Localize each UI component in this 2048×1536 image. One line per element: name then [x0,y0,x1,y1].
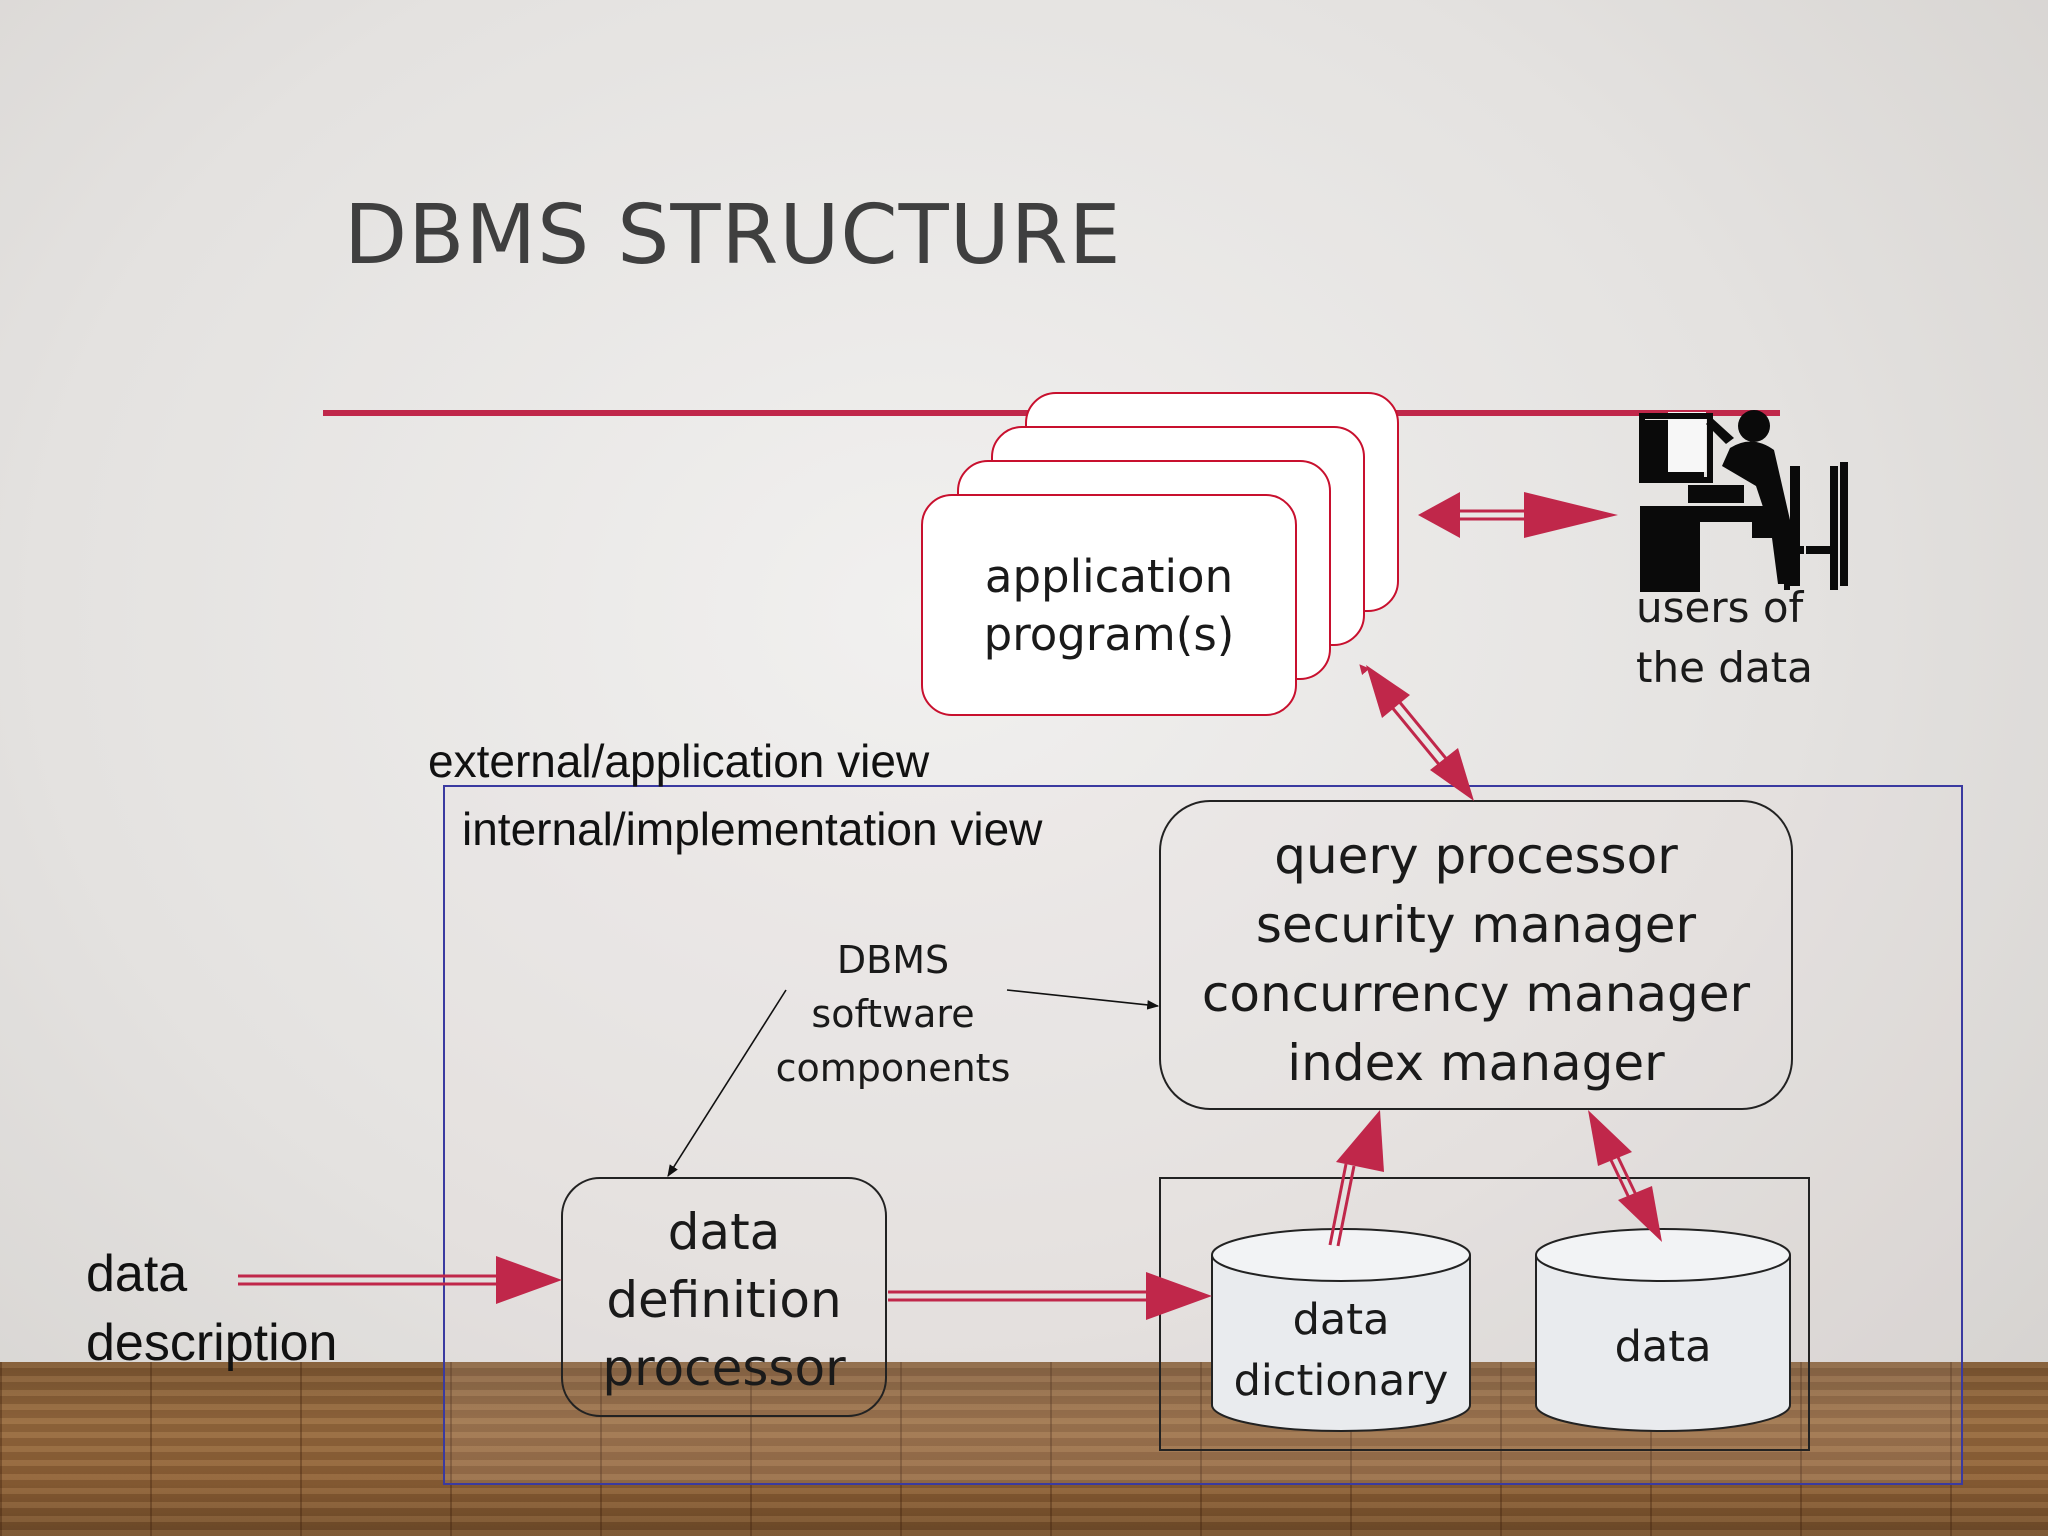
processor-line-concurrency: concurrency manager [1201,965,1751,1023]
dictionary-line-1: data [1292,1295,1390,1345]
dictionary-line-2: dictionary [1233,1356,1449,1407]
dbms-components-note: DBMS software components [752,934,1034,1096]
note-line-3: components [775,1045,1011,1090]
application-program-stack [921,392,1399,716]
description-line-1: data [86,1245,188,1303]
arrow-ddl-dictionary [888,1272,1212,1320]
users-line-2: the data [1636,642,1813,692]
processor-line-security: security manager [1255,896,1697,954]
arrow-description-ddl [238,1256,562,1304]
description-line-2: description [86,1313,338,1372]
arrow-processor-data [1588,1110,1662,1242]
arrow-app-users [1418,492,1618,538]
arrow-app-processor [1359,664,1474,801]
note-line-1: DBMS [836,938,950,982]
data-description-label: data description [86,1240,337,1377]
ddl-line-3: processor [602,1339,846,1397]
ddl-line-1: data [667,1203,781,1261]
app-line-2: program(s) [983,607,1235,661]
computer-user-icon [1639,410,1848,592]
external-view-label: external/application view [428,735,930,787]
data-dictionary-label: data dictionary [1212,1290,1470,1412]
users-label: users of the data [1636,578,1836,697]
data-cylinder [1535,1228,1791,1432]
processor-line-index: index manager [1287,1034,1665,1092]
ddl-processor-box [561,1177,887,1417]
application-program-label: application program(s) [922,548,1296,663]
users-line-1: users of [1636,583,1804,632]
pointer-to-processor [1006,989,1160,1010]
processor-list: query processor security manager concurr… [1160,822,1792,1098]
query-processor-box [1159,800,1793,1110]
processor-line-query: query processor [1274,827,1678,885]
arrow-dictionary-processor [1328,1110,1384,1247]
ddl-processor-label: data definition processor [562,1198,886,1402]
page-title: DBMS STRUCTURE [344,188,1122,283]
ddl-line-2: definition [606,1271,842,1329]
note-line-2: software [811,991,975,1036]
pointer-to-ddl [667,989,787,1178]
internal-view-label: internal/implementation view [462,803,1043,855]
app-line-1: application [984,550,1234,603]
data-store-label: data [1614,1322,1712,1372]
data-dictionary-cylinder [1211,1228,1471,1432]
